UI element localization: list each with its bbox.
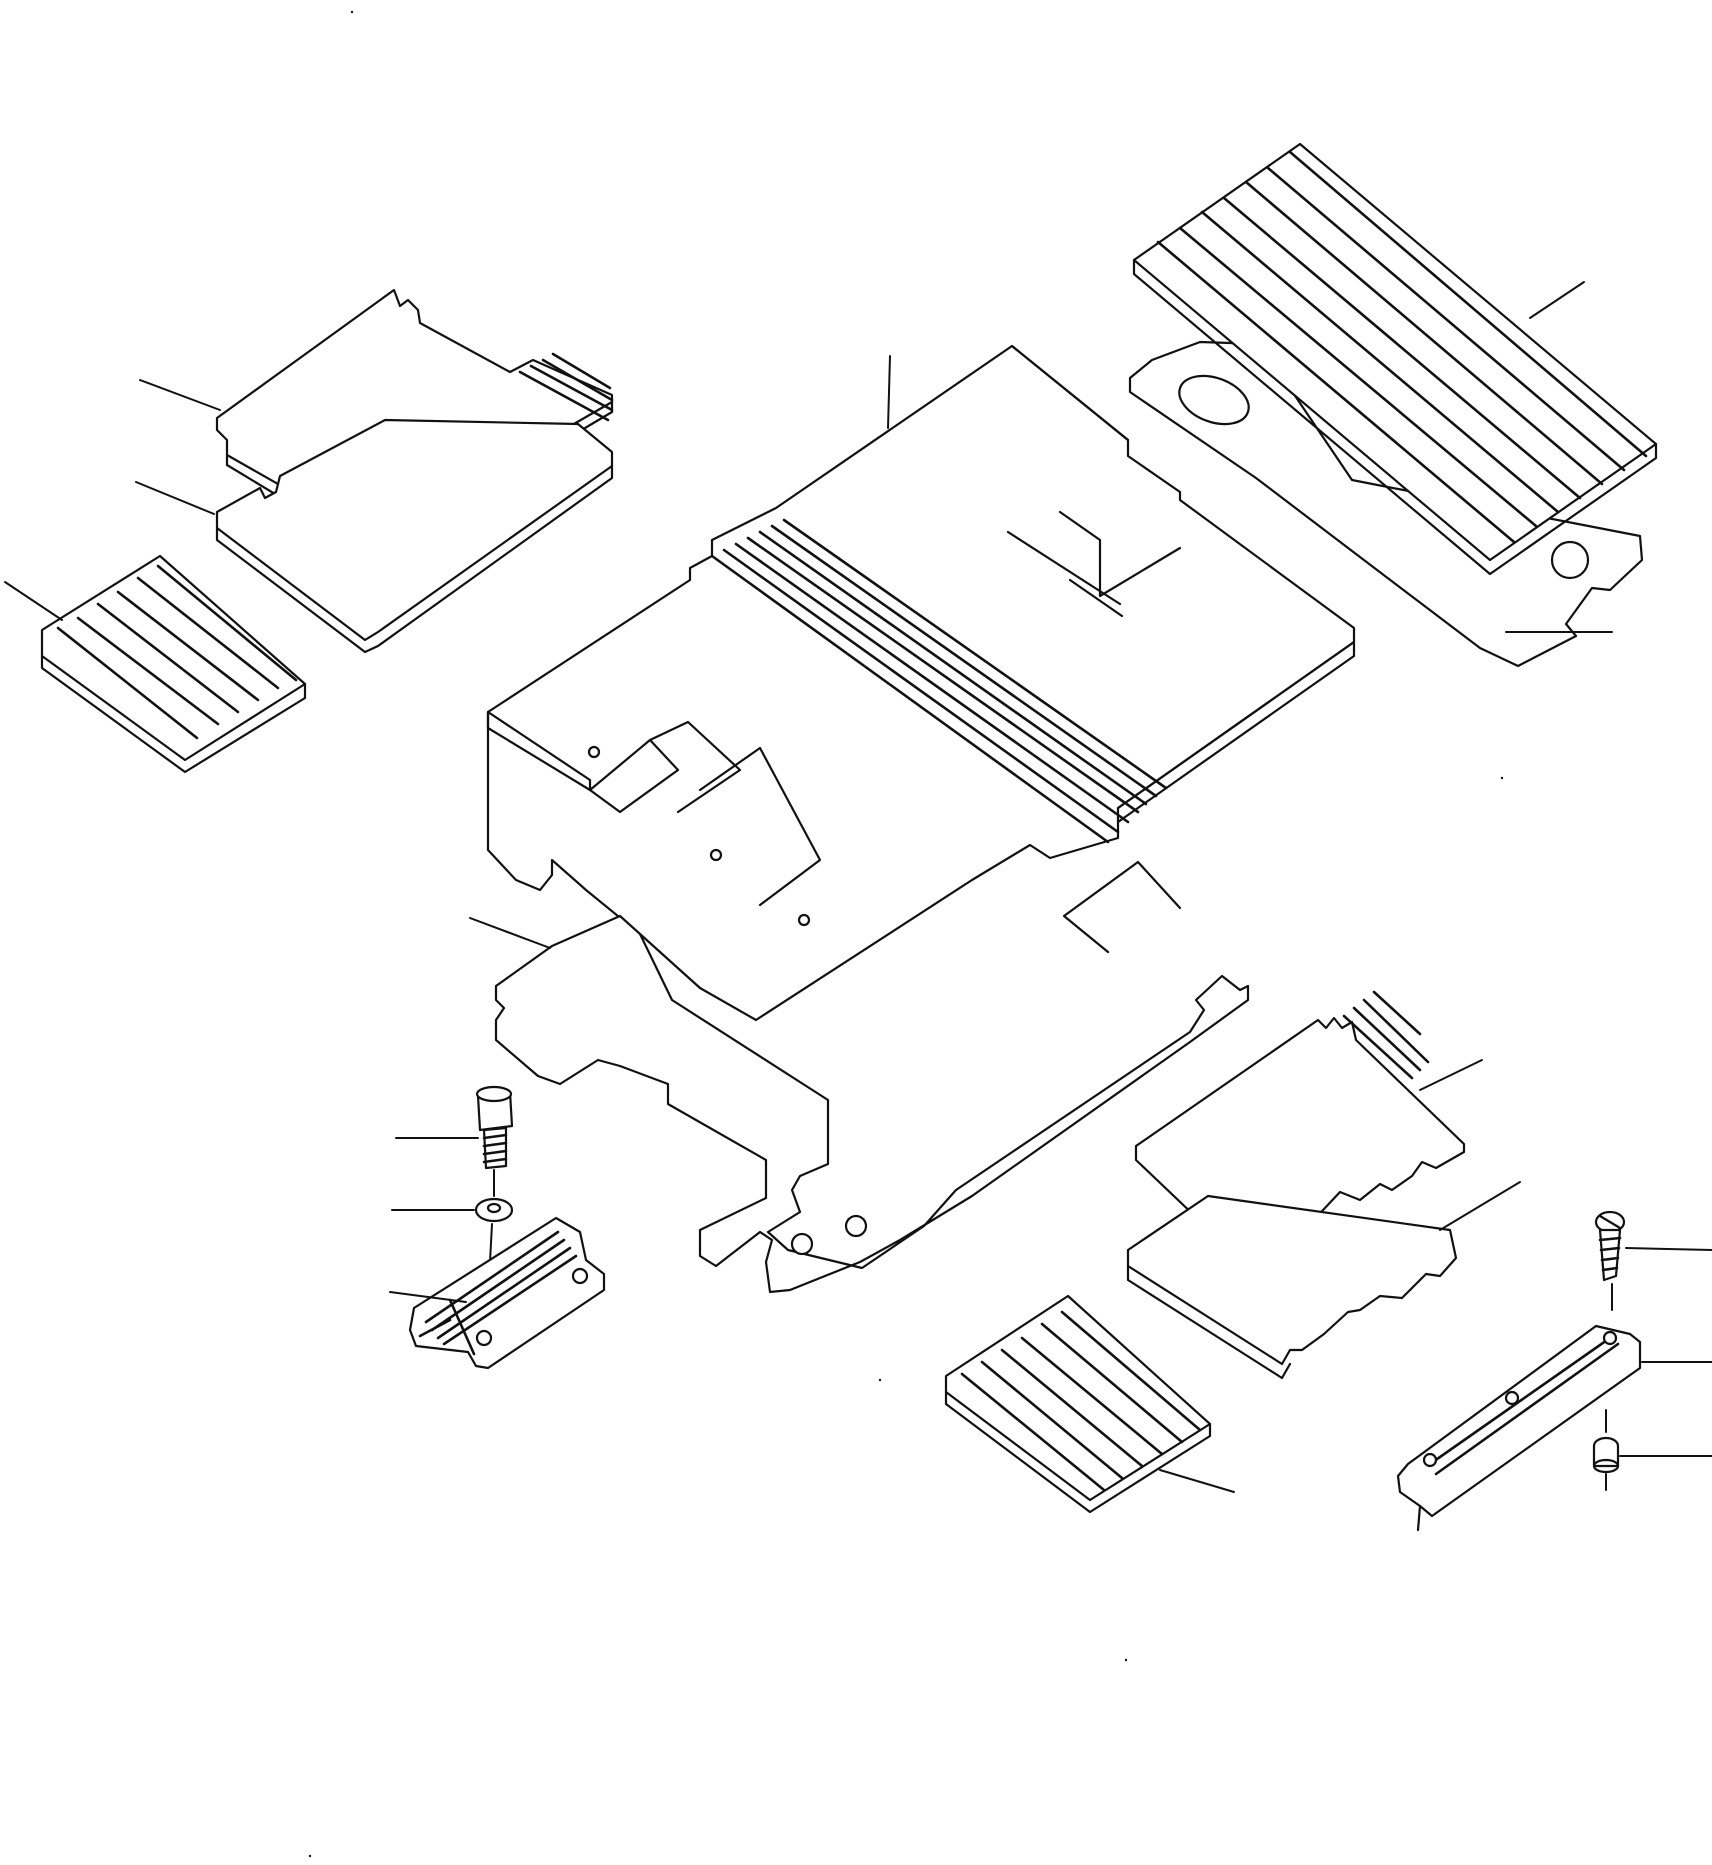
lower-left-washer [474,1169,514,1263]
lower-left-brush-bracket [408,1216,606,1370]
callout-leader-lines [4,281,1712,1493]
upper-left-grooved-mat [40,554,307,774]
upper-right-grooved-mat [1132,142,1658,576]
lower-right-nut [1592,1409,1620,1491]
lower-right-screw [1594,1210,1626,1311]
lower-left-bolt [475,1085,514,1170]
lower-right-edge-bar [1396,1324,1642,1532]
lower-right-large-plate [1126,1194,1458,1380]
lower-right-grooved-mat [944,1294,1212,1514]
upper-left-large-plate [215,418,614,654]
central-base-frame [494,914,1250,1294]
scan-specks [308,10,1504,1858]
central-floor-plate [486,344,1356,1022]
